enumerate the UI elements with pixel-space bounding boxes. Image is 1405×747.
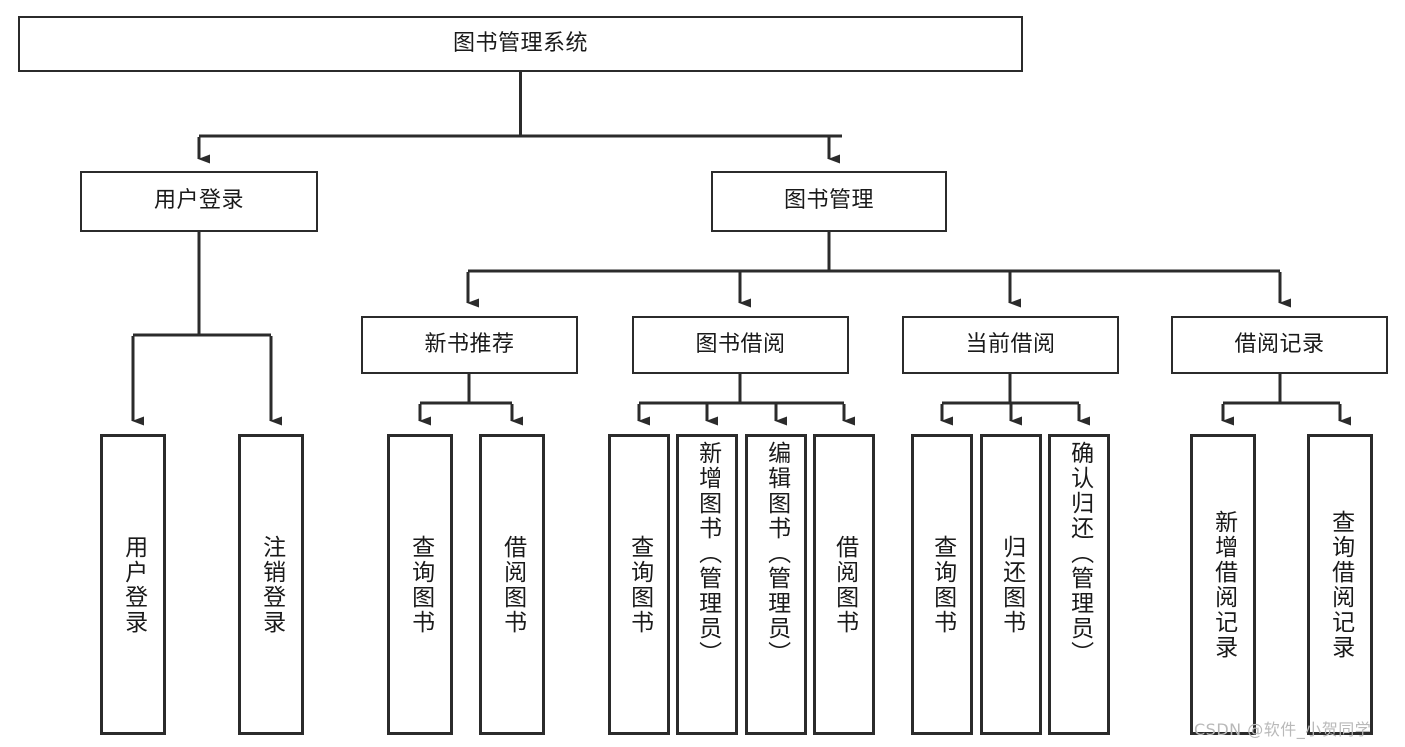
node-leaf-add-record[interactable]: 新增借阅记录 (1190, 434, 1256, 735)
node-user-login[interactable]: 用户登录 (80, 171, 318, 232)
node-leaf-confirm-return[interactable]: 确认归还（管理员） (1048, 434, 1110, 735)
node-leaf-query-book-2-label: 查询图书 (626, 534, 653, 635)
node-leaf-return-book-label: 归还图书 (998, 534, 1025, 635)
node-leaf-query-book-3[interactable]: 查询图书 (911, 434, 973, 735)
node-leaf-add-book-label: 新增图书（管理员） (694, 441, 721, 666)
node-book-manage[interactable]: 图书管理 (711, 171, 947, 232)
node-root-label: 图书管理系统 (452, 30, 588, 56)
node-leaf-confirm-return-label: 确认归还（管理员） (1066, 441, 1093, 666)
node-leaf-query-book-1-label: 查询图书 (407, 534, 434, 635)
node-leaf-user-login-label: 用户登录 (120, 534, 147, 635)
node-leaf-logout[interactable]: 注销登录 (238, 434, 304, 735)
node-user-login-label: 用户登录 (153, 188, 244, 214)
node-book-manage-label: 图书管理 (783, 188, 874, 214)
node-leaf-query-record-label: 查询借阅记录 (1327, 509, 1354, 660)
node-borrow-record-label: 借阅记录 (1234, 331, 1325, 357)
node-leaf-query-book-1[interactable]: 查询图书 (387, 434, 453, 735)
node-current-borrow[interactable]: 当前借阅 (902, 316, 1119, 374)
node-leaf-add-record-label: 新增借阅记录 (1210, 509, 1237, 660)
node-leaf-edit-book[interactable]: 编辑图书（管理员） (745, 434, 807, 735)
node-leaf-borrow-book-2-label: 借阅图书 (831, 534, 858, 635)
node-leaf-user-login[interactable]: 用户登录 (100, 434, 166, 735)
node-leaf-query-book-2[interactable]: 查询图书 (608, 434, 670, 735)
node-leaf-query-record[interactable]: 查询借阅记录 (1307, 434, 1373, 735)
node-borrow-record[interactable]: 借阅记录 (1171, 316, 1388, 374)
node-leaf-query-book-3-label: 查询图书 (929, 534, 956, 635)
node-leaf-logout-label: 注销登录 (258, 534, 285, 635)
node-book-borrow[interactable]: 图书借阅 (632, 316, 849, 374)
node-leaf-add-book[interactable]: 新增图书（管理员） (676, 434, 738, 735)
node-root[interactable]: 图书管理系统 (18, 16, 1023, 72)
node-new-book-rec[interactable]: 新书推荐 (361, 316, 578, 374)
node-leaf-borrow-book-2[interactable]: 借阅图书 (813, 434, 875, 735)
node-leaf-borrow-book-1-label: 借阅图书 (499, 534, 526, 635)
node-book-borrow-label: 图书借阅 (695, 331, 786, 357)
node-new-book-rec-label: 新书推荐 (424, 331, 515, 357)
node-leaf-borrow-book-1[interactable]: 借阅图书 (479, 434, 545, 735)
node-leaf-edit-book-label: 编辑图书（管理员） (763, 441, 790, 666)
csdn-watermark: CSDN @软件_小贺同学 (1194, 720, 1372, 739)
node-leaf-return-book[interactable]: 归还图书 (980, 434, 1042, 735)
node-current-borrow-label: 当前借阅 (965, 331, 1056, 357)
